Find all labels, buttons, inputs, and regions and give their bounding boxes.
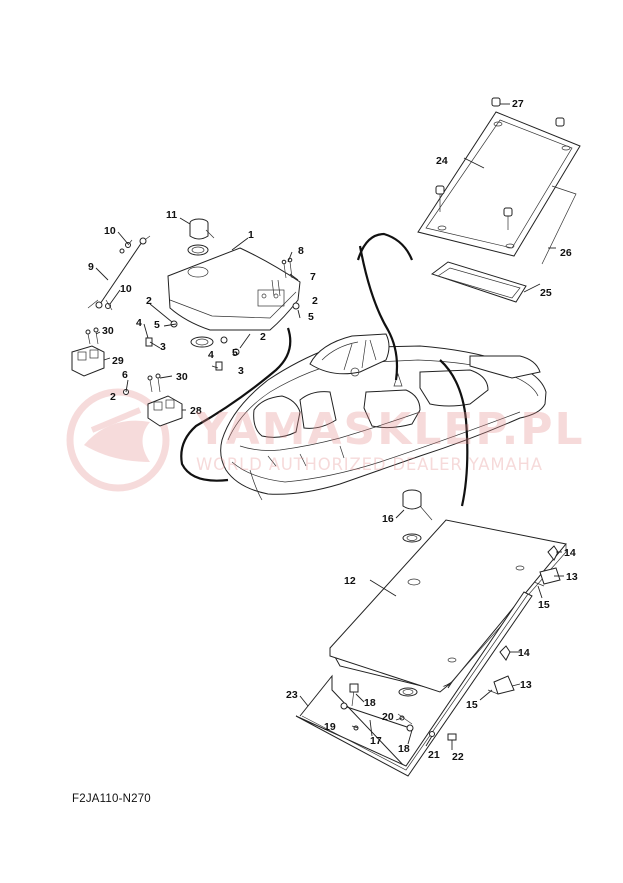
hatch-part-24 [417, 111, 581, 257]
callout-8: 8 [298, 245, 304, 257]
callout-7: 7 [310, 271, 316, 283]
callout-6: 6 [122, 369, 128, 381]
callout-14: 14 [564, 547, 576, 559]
callout-2: 2 [146, 295, 152, 307]
cable-boat-rear [358, 245, 399, 381]
callout-14: 14 [518, 647, 530, 659]
callout-3: 3 [160, 341, 166, 353]
knobs-part-27 [435, 97, 565, 230]
callout-labels: 1 2 2 2 2 3 3 4 4 5 5 5 6 7 8 9 10 10 11… [88, 98, 578, 763]
boat-hull [220, 333, 547, 501]
callout-12: 12 [344, 575, 356, 587]
cable-long [439, 359, 469, 507]
diagram-code: F2JA110-N270 [72, 793, 151, 805]
board-part-12 [329, 519, 567, 693]
callout-27: 27 [512, 98, 524, 110]
shield-logo-icon [66, 388, 170, 492]
watermark-tagline: WORLD AUTHORIZED DEALER YAMAHA [196, 455, 543, 474]
gasket-part-25 [430, 261, 527, 303]
leader-lines [95, 103, 564, 750]
lid-part-1 [167, 247, 301, 331]
callout-29: 29 [112, 355, 124, 367]
switch-panel-part-29 [71, 345, 105, 377]
cable-engine-hatch [356, 232, 414, 261]
gas-strut-part-17 [340, 683, 414, 732]
callout-9: 9 [88, 261, 94, 273]
stay-rod-part-9 [87, 235, 151, 309]
callout-2: 2 [260, 331, 266, 343]
callout-23: 23 [286, 689, 298, 701]
callout-15: 15 [466, 699, 478, 711]
watermark-brand: YAMASKLEP.PL [196, 404, 585, 455]
callout-11: 11 [166, 209, 177, 221]
callout-4: 4 [208, 349, 214, 361]
callout-17: 17 [370, 735, 382, 747]
callout-13: 13 [566, 571, 578, 583]
callout-15: 15 [538, 599, 550, 611]
callout-4: 4 [136, 317, 142, 329]
cable-left-loop [180, 327, 292, 482]
callout-10: 10 [104, 225, 116, 237]
callout-22: 22 [452, 751, 464, 763]
switch-panel-part-28 [147, 395, 183, 427]
callout-24: 24 [436, 155, 448, 167]
fasteners-lower [353, 713, 457, 741]
callout-28: 28 [190, 405, 202, 417]
base-plate-part-23 [295, 591, 533, 777]
callout-18: 18 [364, 697, 376, 709]
callout-21: 21 [428, 749, 440, 761]
callout-5: 5 [232, 347, 238, 359]
callout-1: 1 [248, 229, 254, 241]
callout-20: 20 [382, 711, 394, 723]
callout-3: 3 [238, 365, 244, 377]
cup-holder-part-11 [187, 218, 215, 256]
callout-30: 30 [102, 325, 114, 337]
callout-16: 16 [382, 513, 394, 525]
cup-holder-part-16 [402, 489, 433, 543]
callout-13: 13 [520, 679, 532, 691]
callout-2: 2 [110, 391, 116, 403]
callout-10: 10 [120, 283, 132, 295]
callout-2: 2 [312, 295, 318, 307]
callout-30: 30 [176, 371, 188, 383]
seal-part-26 [541, 185, 577, 265]
callout-18: 18 [398, 743, 410, 755]
callout-26: 26 [560, 247, 572, 259]
callout-25: 25 [540, 287, 552, 299]
callout-5: 5 [308, 311, 314, 323]
callout-19: 19 [324, 721, 336, 733]
callout-5: 5 [154, 319, 160, 331]
hinge-parts-13-15 [487, 567, 561, 695]
